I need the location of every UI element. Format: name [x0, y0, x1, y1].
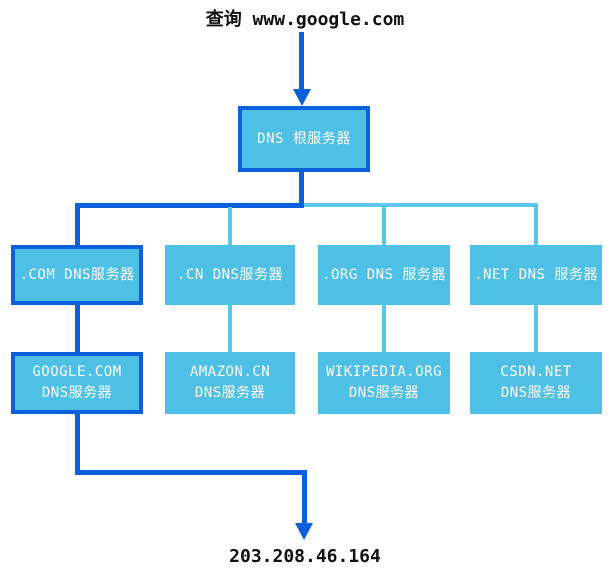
com-to-google-connector: [75, 305, 80, 352]
result-vertical-connector: [302, 470, 307, 524]
node-label: .NET DNS 服务器: [474, 266, 598, 283]
resolved-ip-label: 203.208.46.164: [229, 546, 381, 567]
bus-line: [304, 203, 538, 207]
node-label-line2: DNS服务器: [41, 385, 113, 401]
node-label-line1: AMAZON.CN: [189, 364, 271, 380]
drop-cn-connector: [228, 207, 232, 245]
node-label-line2: DNS服务器: [500, 385, 572, 401]
node-label: DNS 根服务器: [257, 130, 351, 147]
query-label: 查询 www.google.com: [205, 9, 405, 30]
node-google-com-dns-server: GOOGLE.COM DNS服务器: [11, 352, 143, 414]
result-arrowhead-icon: [295, 523, 313, 540]
root-drop-connector: [299, 172, 304, 208]
node-cn-dns-server: .CN DNS服务器: [165, 245, 295, 305]
node-net-dns-server: .NET DNS 服务器: [470, 245, 602, 305]
node-dns-root-server: DNS 根服务器: [238, 106, 370, 172]
org-to-wikipedia-connector: [382, 305, 386, 352]
node-label: .ORG DNS 服务器: [322, 266, 446, 283]
node-label: .CN DNS服务器: [176, 266, 283, 283]
drop-com-connector: [75, 203, 80, 245]
drop-net-connector: [534, 203, 538, 245]
cn-to-amazon-connector: [228, 305, 232, 352]
node-org-dns-server: .ORG DNS 服务器: [318, 245, 450, 305]
node-wikipedia-org-dns-server: WIKIPEDIA.ORG DNS服务器: [318, 352, 450, 414]
node-amazon-cn-dns-server: AMAZON.CN DNS服务器: [165, 352, 295, 414]
result-drop-connector: [75, 414, 80, 475]
drop-org-connector: [382, 207, 386, 245]
net-to-csdn-connector: [534, 305, 538, 352]
result-horizontal-connector: [75, 470, 307, 475]
query-to-root-connector: [299, 32, 304, 90]
node-label-line2: DNS服务器: [348, 385, 420, 401]
bus-line-highlighted: [75, 203, 304, 208]
node-label-line1: WIKIPEDIA.ORG: [325, 364, 443, 380]
node-label: .COM DNS服务器: [19, 266, 135, 283]
node-label-line2: DNS服务器: [194, 385, 266, 401]
node-label-line1: CSDN.NET: [500, 364, 572, 380]
node-csdn-net-dns-server: CSDN.NET DNS服务器: [470, 352, 602, 414]
node-label-line1: GOOGLE.COM: [32, 364, 122, 380]
query-to-root-arrowhead-icon: [293, 89, 311, 106]
node-com-dns-server: .COM DNS服务器: [11, 245, 143, 305]
